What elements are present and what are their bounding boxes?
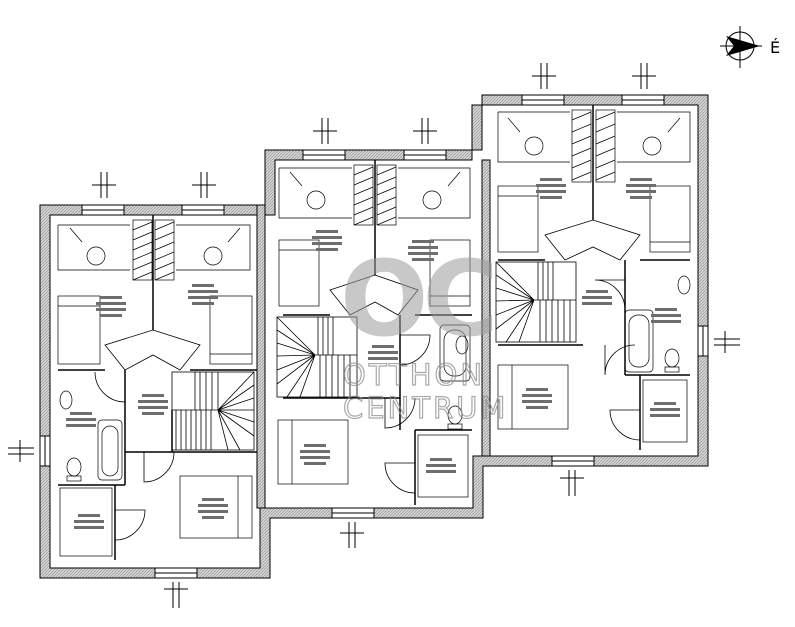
room-label <box>74 514 104 529</box>
outer-walls <box>39 94 709 579</box>
bed-icon <box>57 185 691 539</box>
bathtub-icon <box>97 309 654 481</box>
room-label <box>582 290 612 305</box>
room-label <box>626 178 656 199</box>
watermark-line2: CENTRUM <box>343 391 508 425</box>
room-label <box>66 412 96 427</box>
room-label <box>408 240 438 261</box>
doors <box>94 279 641 541</box>
watermark: OC OTTHON CENTRUM <box>340 238 508 426</box>
room-label <box>368 345 398 360</box>
room-label <box>651 308 681 323</box>
section-markers <box>8 63 740 608</box>
windows <box>39 94 709 579</box>
room-label <box>426 458 456 473</box>
room-label <box>188 284 218 305</box>
room-label <box>536 178 566 199</box>
desk-icon <box>57 111 691 271</box>
watermark-logo: OC <box>340 238 493 360</box>
wardrobe-icon <box>59 109 688 557</box>
room-label <box>312 230 342 251</box>
room-label <box>138 394 168 415</box>
staircases <box>171 261 577 451</box>
room-label <box>96 296 126 317</box>
sink-icon <box>59 275 691 410</box>
room-label <box>522 388 552 409</box>
room-label <box>650 402 680 417</box>
compass-label: É <box>770 38 780 57</box>
watermark-line1: OTTHON <box>343 358 485 392</box>
lobby-doors <box>104 219 641 371</box>
room-labels <box>66 178 681 529</box>
room-label <box>198 498 228 519</box>
north-arrow-icon: É <box>720 26 780 68</box>
toilet-icon <box>66 348 680 482</box>
furniture <box>57 109 691 557</box>
room-label <box>300 444 330 465</box>
